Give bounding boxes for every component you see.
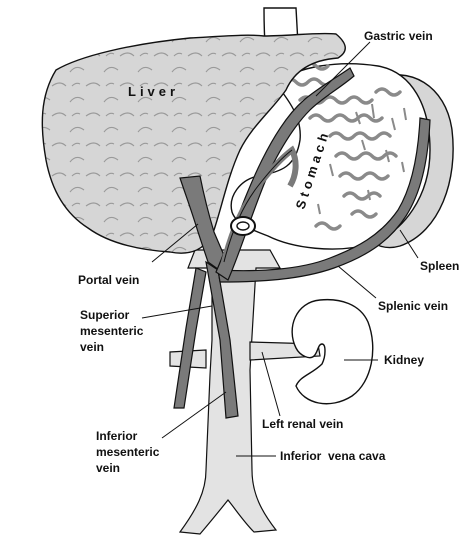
pylorus-ring-inner (237, 222, 249, 230)
inferior-mesenteric-vein-label: Inferior mesenteric vein (96, 429, 163, 475)
spleen-label: Spleen (420, 259, 459, 273)
inferior-vena-cava-label: Inferior vena cava (280, 449, 386, 463)
kidney (292, 300, 373, 404)
portal-vein-label: Portal vein (78, 273, 139, 287)
inferior-mesenteric-vein (174, 268, 206, 408)
superior-mesenteric-vein-label: Superior mesenteric vein (80, 308, 147, 354)
splenic-vein-label: Splenic vein (378, 299, 448, 313)
liver-label: Liver (128, 84, 179, 99)
kidney-label: Kidney (384, 353, 424, 367)
left-renal-vein-label: Left renal vein (262, 417, 343, 431)
gastric-vein-label: Gastric vein (364, 29, 433, 43)
